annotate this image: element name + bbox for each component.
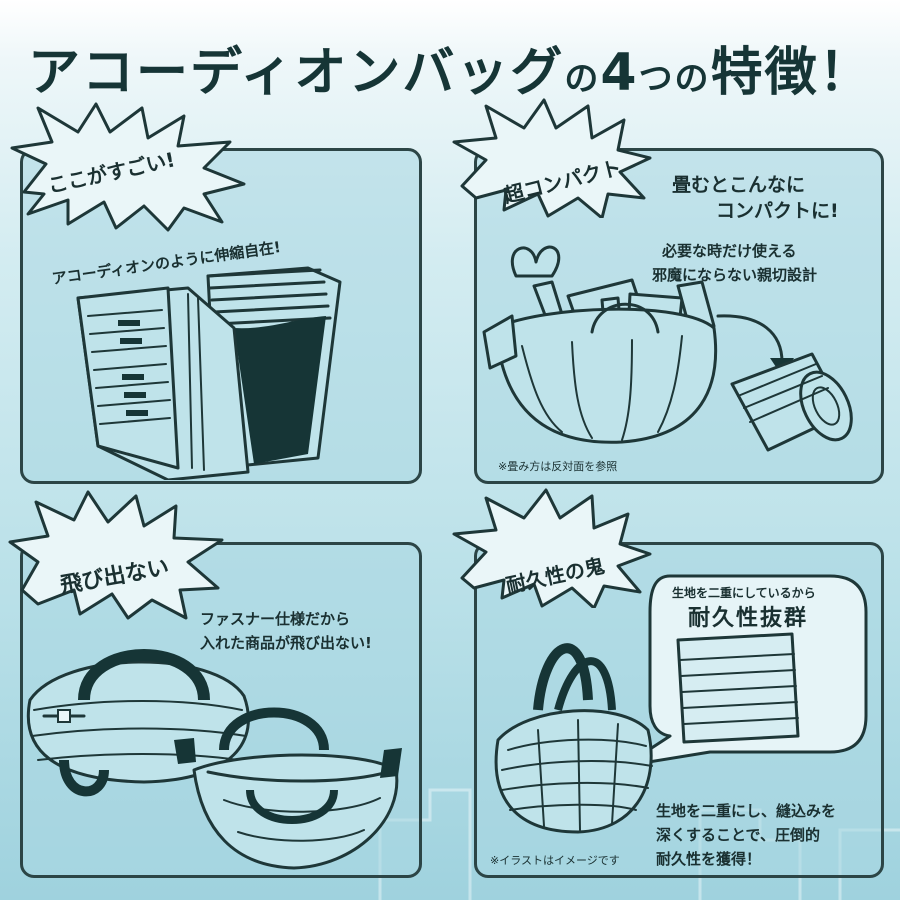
durable-body-line3: 耐久性を獲得！ [656, 850, 762, 868]
burst-badge-icon [452, 488, 652, 608]
accordion-illustration-icon [76, 266, 342, 480]
durable-body-line2: 深くすることで、圧倒的 [656, 826, 820, 844]
burst-badge-icon [452, 98, 652, 218]
zipper-bags-icon [26, 649, 402, 870]
compact-sub-line2: 邪魔にならない親切設計 [652, 266, 818, 284]
speech-bubble-icon [622, 574, 868, 768]
compact-sub-line1: 必要な時だけ使える [662, 242, 797, 260]
bubble-small-text: 生地を二重にしているから [672, 586, 816, 600]
compact-heading-line1: 畳むとこんなに [672, 174, 806, 196]
page-title: アコーディオンバッグの4つの特徴！ [28, 43, 873, 103]
fold-note: ※畳み方は反対面を参照 [498, 460, 618, 473]
tote-bag-icon [494, 643, 653, 834]
bubble-big-text: 耐久性抜群 [688, 606, 809, 631]
burst-badge-icon [8, 490, 224, 620]
zipper-caption-line2: 入れた商品が飛び出ない! [200, 634, 372, 652]
zipper-caption-line1: ファスナー仕様だから [200, 610, 351, 628]
durable-body-line1: 生地を二重にし、縫込みを [656, 802, 837, 820]
illustration-note: ※イラストはイメージです [490, 854, 620, 867]
groceries-bag-icon [482, 245, 853, 452]
compact-heading-line2: コンパクトに! [716, 200, 839, 222]
burst-badge-icon [10, 102, 246, 232]
